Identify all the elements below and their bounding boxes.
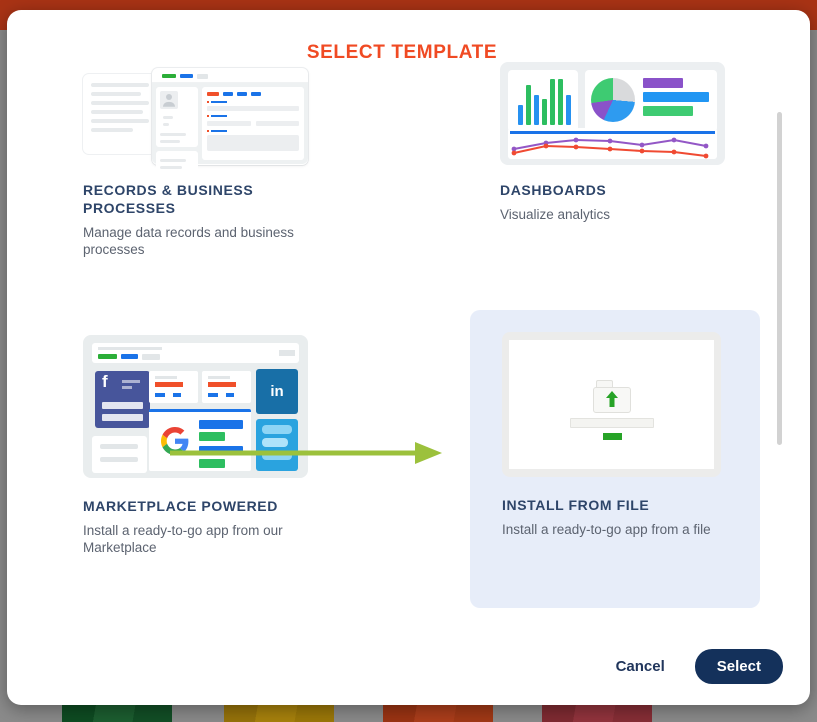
template-card-records[interactable]: RECORDS & BUSINESS PROCESSES Manage data…	[83, 62, 313, 258]
dialog-footer: Cancel Select	[616, 649, 783, 684]
facebook-icon: f	[102, 372, 108, 391]
list-mini-card	[92, 436, 147, 473]
records-illustration	[83, 62, 308, 173]
app-tile-gold	[224, 705, 334, 722]
select-button[interactable]: Select	[694, 649, 783, 684]
app-tile-maroon	[542, 705, 652, 722]
cancel-button[interactable]: Cancel	[615, 658, 665, 675]
install-title: INSTALL FROM FILE	[502, 497, 650, 513]
app-mini-card	[202, 371, 251, 403]
install-illustration	[502, 332, 721, 477]
app-mini-card	[149, 371, 198, 403]
background-app-cards	[0, 705, 817, 722]
linkedin-card: in	[256, 369, 298, 414]
select-template-dialog: SELECT TEMPLATE	[7, 10, 810, 705]
bar-chart-thumbnail	[508, 70, 578, 132]
marketplace-description: Install a ready-to-go app from our Marke…	[83, 523, 283, 555]
dashboards-illustration	[500, 62, 725, 165]
line-chart-thumbnail	[508, 128, 717, 159]
folder-upload-icon	[593, 380, 631, 413]
install-description: Install a ready-to-go app from a file	[502, 522, 711, 537]
upload-button-chip	[603, 433, 622, 440]
template-card-marketplace[interactable]: f in	[83, 335, 315, 556]
scrollbar-thumb[interactable]	[777, 112, 782, 445]
app-tile-green	[62, 705, 172, 722]
pie-chart-thumbnail	[591, 78, 635, 122]
marketplace-illustration: f in	[83, 335, 308, 478]
upload-progress-bar	[570, 418, 654, 428]
dialog-title: SELECT TEMPLATE	[306, 42, 498, 63]
dashboards-description: Visualize analytics	[500, 207, 611, 222]
records-description: Manage data records and business process…	[83, 225, 294, 257]
facebook-card: f	[95, 371, 150, 428]
pointer-arrow-icon	[170, 440, 442, 466]
avatar-placeholder-icon	[160, 91, 178, 109]
template-card-dashboards[interactable]: DASHBOARDS Visualize analytics	[500, 62, 730, 224]
app-tile-red	[383, 705, 493, 722]
template-card-install-from-file[interactable]: INSTALL FROM FILE Install a ready-to-go …	[470, 310, 760, 608]
dashboards-title: DASHBOARDS	[500, 182, 607, 198]
linkedin-icon: in	[270, 383, 284, 400]
records-title: RECORDS & BUSINESS PROCESSES	[83, 182, 254, 216]
google-card	[149, 409, 251, 471]
marketplace-title: MARKETPLACE POWERED	[83, 498, 278, 514]
